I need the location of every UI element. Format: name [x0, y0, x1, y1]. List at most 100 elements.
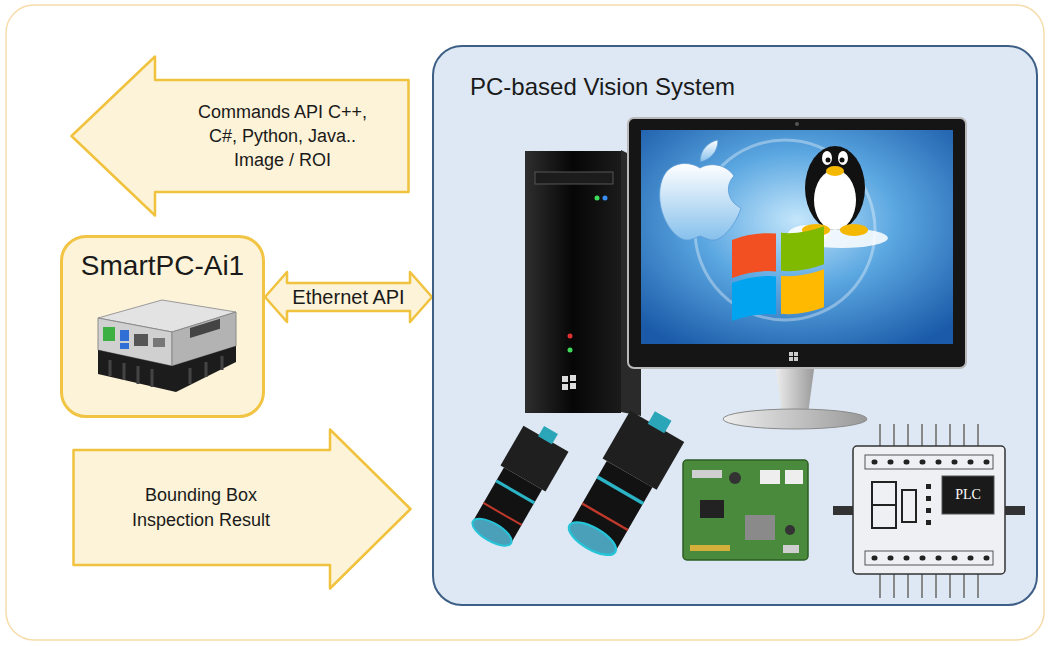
circuit-board — [692, 470, 722, 478]
text-holder: Bounding Box Inspection Result — [72, 450, 330, 565]
arrow-shape — [72, 428, 412, 590]
tux-logo — [805, 146, 865, 230]
text-holder: PC-based Vision System — [470, 71, 1000, 103]
circuit-board — [683, 460, 808, 560]
camera — [564, 516, 621, 561]
smartpc-device — [172, 312, 236, 366]
apple-logo — [660, 164, 741, 241]
monitor — [628, 118, 966, 368]
text-holder: SmartPC-Ai1 — [70, 247, 255, 285]
smartpc-device — [98, 300, 236, 332]
windows-logo — [732, 275, 776, 321]
tower-pc — [570, 375, 576, 381]
monitor — [641, 130, 953, 344]
camera — [465, 417, 574, 553]
tower-pc — [525, 151, 621, 413]
tux-logo — [840, 224, 868, 236]
tux-logo — [788, 225, 828, 243]
tower-pc — [562, 376, 568, 382]
circuit-board — [760, 470, 780, 484]
tower-pc — [568, 334, 573, 339]
windows-logo — [781, 226, 824, 272]
monitor — [794, 357, 798, 361]
circuit-board — [745, 515, 775, 540]
windows-logo — [732, 232, 776, 278]
smartpc-device — [98, 300, 236, 392]
arrow-outline — [74, 430, 411, 589]
tux-logo — [802, 224, 830, 236]
plc-module — [853, 446, 1005, 574]
outer-frame — [6, 5, 1044, 640]
tux-logo — [822, 151, 832, 165]
windows-logo — [732, 226, 824, 321]
device-box: SmartPC-Ai1 — [60, 235, 265, 418]
monitor — [695, 140, 875, 320]
camera — [597, 476, 645, 506]
plc-module — [833, 424, 1025, 598]
plc-module — [1003, 506, 1025, 515]
plc-label: PLC — [942, 476, 994, 514]
tux-logo — [814, 170, 856, 230]
smartpc-device — [120, 343, 129, 349]
connector-label: Ethernet API — [289, 286, 407, 309]
camera — [570, 461, 653, 552]
monitor — [795, 122, 799, 126]
camera — [483, 502, 522, 526]
camera — [538, 426, 558, 444]
text-holder: Commands API C++, C#, Python, Java.. Ima… — [155, 80, 410, 192]
arrow-outline — [72, 57, 409, 216]
tower-pc — [595, 196, 600, 201]
plc-module — [942, 476, 994, 514]
plc-module — [833, 506, 855, 515]
tower-pc — [621, 150, 641, 416]
camera — [500, 426, 568, 492]
smartpc-device — [134, 334, 148, 346]
result-arrow: Bounding Box Inspection Result — [72, 428, 412, 590]
camera — [648, 411, 672, 433]
tower-pc — [535, 172, 613, 184]
plc-module — [865, 455, 993, 469]
circuit-board — [785, 525, 795, 535]
circuit-board — [729, 472, 741, 484]
monitor — [775, 362, 815, 414]
tower-pc — [568, 348, 573, 353]
system-panel: PC-based Vision System — [432, 45, 1038, 606]
command-arrow: Commands API C++, C#, Python, Java.. Ima… — [70, 55, 410, 217]
apple-logo — [660, 140, 741, 240]
tower-pc — [603, 196, 608, 201]
camera — [560, 400, 690, 563]
camera — [468, 513, 515, 551]
circuit-board — [700, 500, 724, 518]
circuit-board — [783, 545, 799, 553]
tux-logo — [788, 146, 888, 248]
smartpc-device — [110, 356, 222, 387]
monitor — [789, 352, 793, 356]
plc-module — [865, 551, 993, 565]
apple-logo — [700, 140, 718, 162]
smartpc-device — [98, 318, 172, 366]
plc-module — [872, 482, 896, 528]
tux-logo — [826, 166, 844, 176]
arrow-text: Commands API C++, C#, Python, Java.. Ima… — [188, 100, 378, 173]
tower-pc — [570, 383, 576, 389]
windows-logo — [781, 269, 824, 315]
camera — [473, 467, 542, 543]
plc-module — [926, 520, 931, 525]
tower-pc — [525, 150, 641, 416]
plc-module — [926, 496, 931, 501]
box-title: SmartPC-Ai1 — [70, 247, 255, 285]
monitor — [628, 118, 966, 429]
circuit-board — [690, 545, 730, 551]
plc-module — [880, 424, 978, 446]
circuit-board — [785, 470, 803, 484]
tux-logo — [838, 151, 848, 165]
smartpc-device — [153, 338, 165, 347]
tux-logo — [796, 228, 888, 248]
smartpc-device — [103, 327, 115, 341]
monitor — [794, 352, 798, 356]
camera — [603, 411, 685, 490]
plc-module — [874, 462, 987, 558]
double-arrow-connector — [265, 272, 432, 322]
